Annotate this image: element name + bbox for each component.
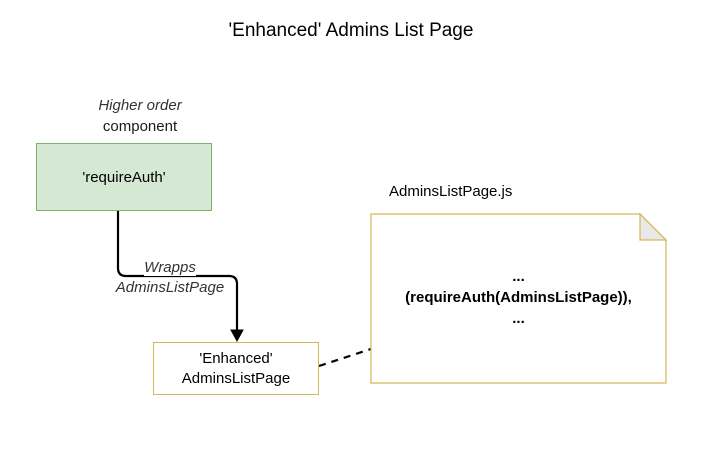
file-name-label: AdminsListPage.js xyxy=(389,183,513,200)
wraps-edge xyxy=(116,210,239,331)
require-auth-box: 'requireAuth' xyxy=(36,143,212,211)
require-auth-label: 'requireAuth' xyxy=(82,168,166,186)
higher-order-component-label: Higher order component xyxy=(60,95,220,137)
hoc-label-line1: Higher order xyxy=(98,97,182,114)
enhanced-box-line1: 'Enhanced' xyxy=(199,349,273,367)
hoc-label-line2: component xyxy=(102,118,178,135)
wraps-edge-label: Wrapps AdminsListPage xyxy=(100,258,240,298)
wraps-arrowhead xyxy=(230,329,244,343)
file-note-content: ... (requireAuth(AdminsListPage)), ... xyxy=(372,266,665,329)
edge-label-line2: AdminsListPage xyxy=(115,279,225,296)
diagram-title: 'Enhanced' Admins List Page xyxy=(228,20,474,41)
association-dashed-line xyxy=(318,347,372,368)
file-note-fold xyxy=(639,212,668,241)
note-line2: (requireAuth(AdminsListPage)), xyxy=(405,289,632,306)
file-note-shape xyxy=(370,213,667,384)
enhanced-box-line2: AdminsListPage xyxy=(181,369,291,387)
note-line3: ... xyxy=(512,310,525,327)
edge-label-line1: Wrapps xyxy=(144,259,196,276)
enhanced-admins-list-page-box: 'Enhanced' AdminsListPage xyxy=(153,342,319,395)
note-line1: ... xyxy=(512,268,525,285)
